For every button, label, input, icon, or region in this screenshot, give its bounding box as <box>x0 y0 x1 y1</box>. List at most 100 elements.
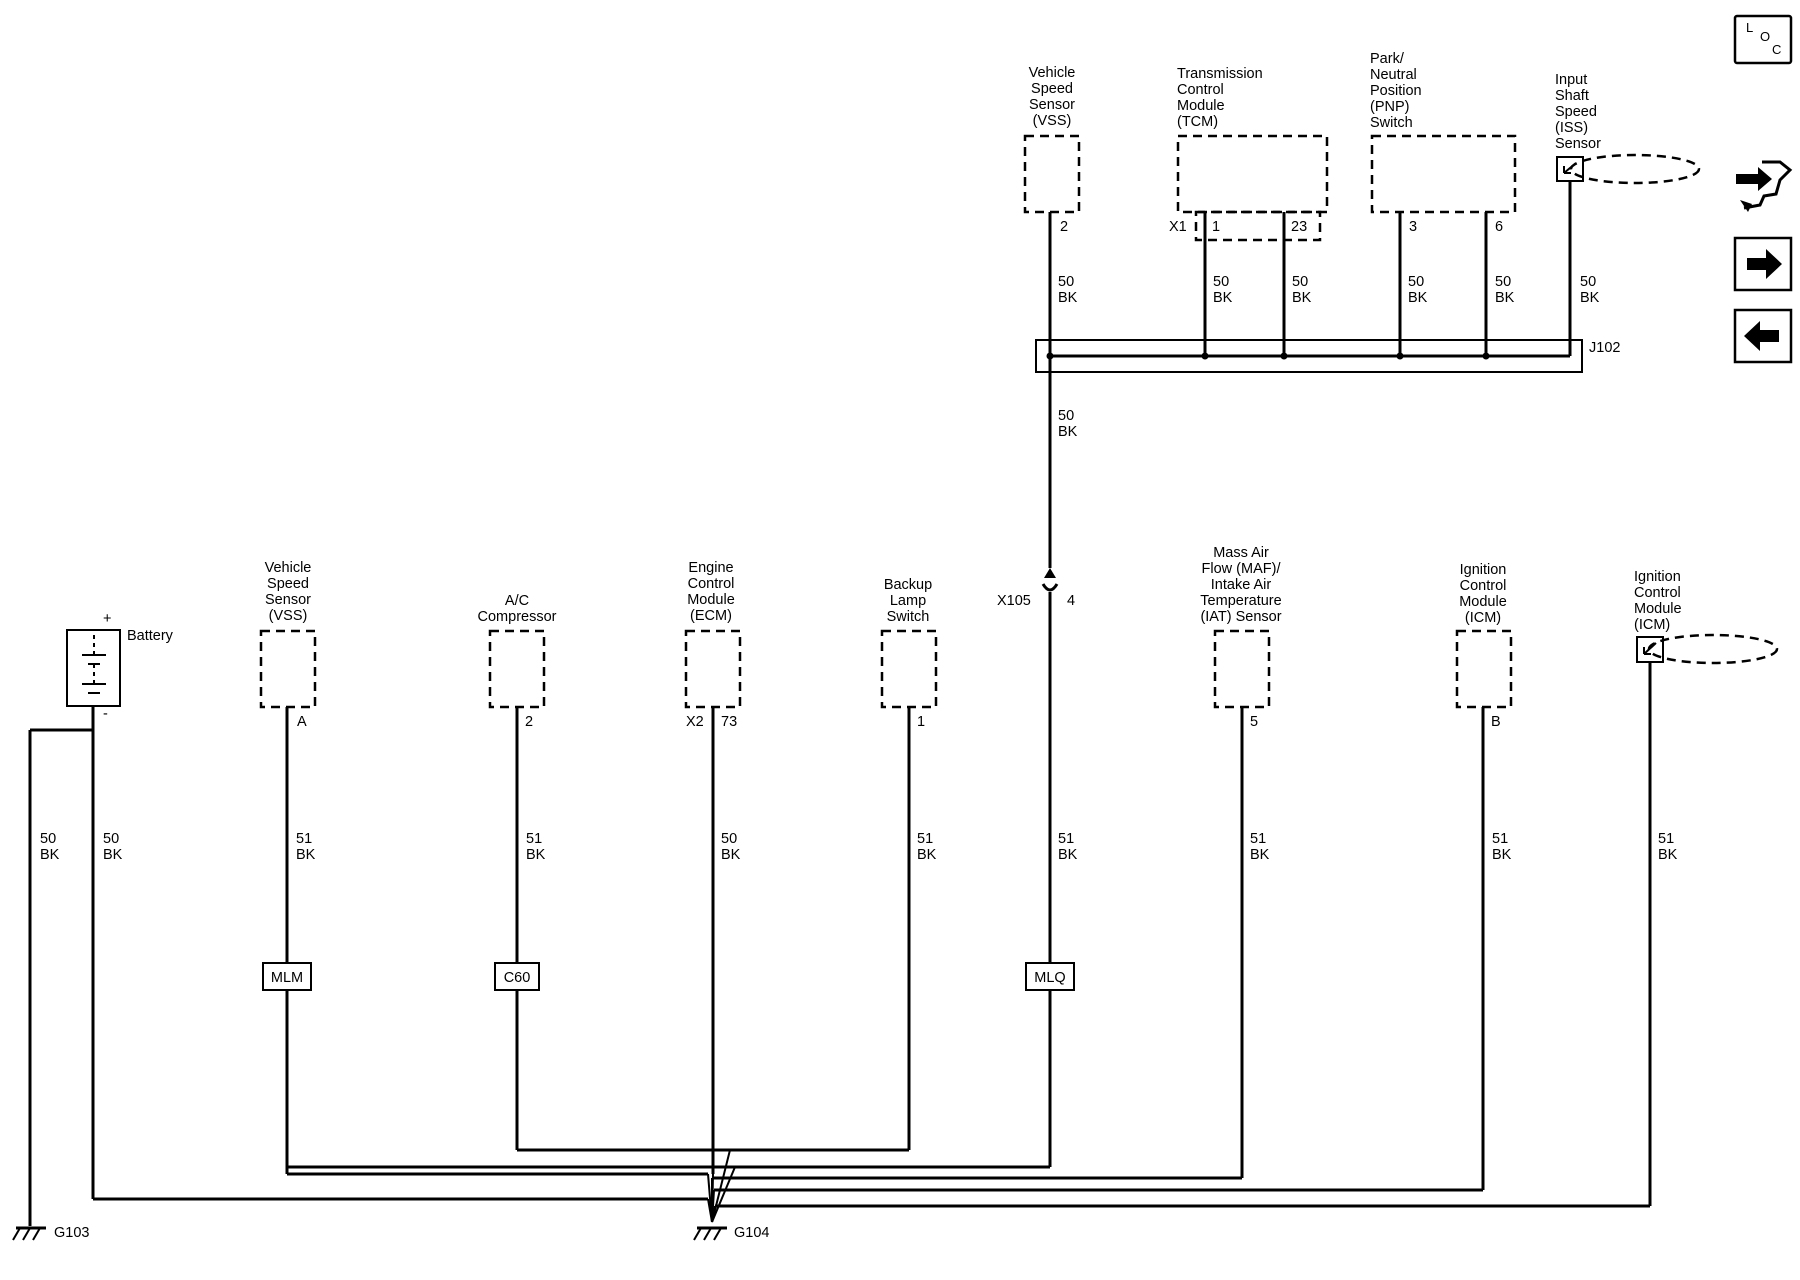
backup-lamp-switch-component: Backup Lamp Switch 1 51 BK <box>880 577 938 1150</box>
iss-label-4: (ISS) <box>1555 120 1588 136</box>
vss-wire-gauge: 51 <box>296 831 312 847</box>
ac-pin: 2 <box>525 714 533 730</box>
tcm-component: Transmission Control Module (TCM) X1 1 2… <box>1169 66 1329 356</box>
tcm-box <box>1176 134 1329 214</box>
pnp-label-3: Position <box>1370 83 1422 99</box>
pnp-label-2: Neutral <box>1370 67 1417 83</box>
vss-label-1: Vehicle <box>265 560 312 576</box>
pnp-label-5: Switch <box>1370 115 1413 131</box>
battery-neg-wire-gauge: 50 <box>103 831 119 847</box>
loc-letter-c: C <box>1772 42 1781 57</box>
iss-wire-color: BK <box>1580 290 1600 306</box>
ecm-connector: X2 <box>686 714 704 730</box>
backup-pin: 1 <box>917 714 925 730</box>
icm1-label-4: (ICM) <box>1465 610 1501 626</box>
top-vss-label-1: Vehicle <box>1029 65 1076 81</box>
iss-label-5: Sensor <box>1555 136 1601 152</box>
inline-connector-x105: X105 4 <box>997 568 1075 1167</box>
ecm-box <box>684 629 742 709</box>
pnp3-wire-color: BK <box>1408 290 1428 306</box>
battery-plus: + <box>103 611 111 627</box>
x105-wire: 51 BK <box>287 831 1078 1169</box>
ac-wire-color: BK <box>526 847 546 863</box>
top-vss-label-4: (VSS) <box>1033 113 1072 129</box>
icm2-wire-gauge: 51 <box>1658 831 1674 847</box>
tcm-connector-label: X1 <box>1169 219 1187 235</box>
battery-neg-wire-color: BK <box>103 847 123 863</box>
loc-letter-l: L <box>1746 20 1753 35</box>
top-vss-wire-color: BK <box>1058 290 1078 306</box>
maf-wire-gauge: 51 <box>1250 831 1266 847</box>
pnp3-wire-gauge: 50 <box>1408 274 1424 290</box>
next-page-button[interactable] <box>1733 236 1793 292</box>
x105-pin: 4 <box>1067 593 1075 609</box>
ground-g104: G104 <box>693 1225 769 1241</box>
backup-box <box>880 629 938 709</box>
maf-label-3: Intake Air <box>1211 577 1272 593</box>
tcm-label-3: Module <box>1177 98 1225 114</box>
maf-label-5: (IAT) Sensor <box>1200 609 1281 625</box>
tcm-label-2: Control <box>1177 82 1224 98</box>
splice-pack-j102: J102 <box>1035 339 1620 373</box>
tcm-pin-23: 23 <box>1291 219 1307 235</box>
g103-wire: 50 BK <box>28 706 95 1226</box>
loc-letter-o: O <box>1760 29 1770 44</box>
splice-j102-label: J102 <box>1589 340 1620 356</box>
maf-pin: 5 <box>1250 714 1258 730</box>
top-vss-label-3: Sensor <box>1029 97 1075 113</box>
ecm-component: Engine Control Module (ECM) X2 73 50 BK <box>684 560 742 1174</box>
option-c60: C60 <box>494 962 540 991</box>
ac-label-2: Compressor <box>478 609 557 625</box>
option-mlm-label: MLM <box>271 970 303 986</box>
icm2-wire-color: BK <box>1658 847 1678 863</box>
repair-icon[interactable] <box>1736 160 1793 212</box>
pnp6-wire-color: BK <box>1495 290 1515 306</box>
icm1-wire-color: BK <box>1492 847 1512 863</box>
maf-iat-sensor-component: Mass Air Flow (MAF)/ Intake Air Temperat… <box>712 545 1282 1180</box>
tcm-label-4: (TCM) <box>1177 114 1218 130</box>
ecm-label-3: Module <box>687 592 735 608</box>
battery-minus: - <box>103 706 108 722</box>
icm-component-2: Ignition Control Module (ICM) 51 BK <box>715 569 1779 1208</box>
ground-g103: G103 <box>12 1225 89 1241</box>
previous-page-button[interactable] <box>1733 308 1793 364</box>
icm1-label-2: Control <box>1460 578 1507 594</box>
ac-box <box>488 629 546 709</box>
arrow-right-icon <box>1747 249 1782 279</box>
arrow-left-icon <box>1744 321 1779 351</box>
tcm23-wire-color: BK <box>1292 290 1312 306</box>
pnp-box <box>1370 134 1517 214</box>
trunk-wire: 50 BK <box>1048 356 1078 568</box>
icm2-case-ground <box>1647 633 1779 665</box>
battery-label: Battery <box>127 628 174 644</box>
tcm23-wire-gauge: 50 <box>1292 274 1308 290</box>
pnp-component: Park/ Neutral Position (PNP) Switch 3 6 … <box>1370 51 1517 356</box>
icm2-label-1: Ignition <box>1634 569 1681 585</box>
ecm-pin: 73 <box>721 714 737 730</box>
option-c60-label: C60 <box>504 970 531 986</box>
pnp-pin-6: 6 <box>1495 219 1503 235</box>
ac-label-1: A/C <box>505 593 529 609</box>
trunk-wire-color: BK <box>1058 424 1078 440</box>
top-vss-pin: 2 <box>1060 219 1068 235</box>
top-vss-component: Vehicle Speed Sensor (VSS) 2 50 BK <box>1023 65 1081 356</box>
icm2-label-3: Module <box>1634 601 1682 617</box>
trunk-wire-gauge: 50 <box>1058 408 1074 424</box>
ecm-label-1: Engine <box>688 560 733 576</box>
icm2-label-2: Control <box>1634 585 1681 601</box>
tcm1-wire-color: BK <box>1213 290 1233 306</box>
ecm-label-4: (ECM) <box>690 608 732 624</box>
battery-negative-wire: 50 BK <box>91 730 708 1201</box>
tcm-pin-1: 1 <box>1212 219 1220 235</box>
tcm-connector-x1 <box>1194 210 1322 242</box>
loc-button[interactable]: L O C <box>1733 14 1793 65</box>
ac-wire-gauge: 51 <box>526 831 542 847</box>
vss-wire-color: BK <box>296 847 316 863</box>
backup-wire-gauge: 51 <box>917 831 933 847</box>
maf-label-4: Temperature <box>1200 593 1281 609</box>
icm1-box <box>1455 629 1513 709</box>
maf-box <box>1213 629 1271 709</box>
option-mlm: MLM <box>262 962 312 991</box>
iss-case-ground <box>1569 153 1701 185</box>
